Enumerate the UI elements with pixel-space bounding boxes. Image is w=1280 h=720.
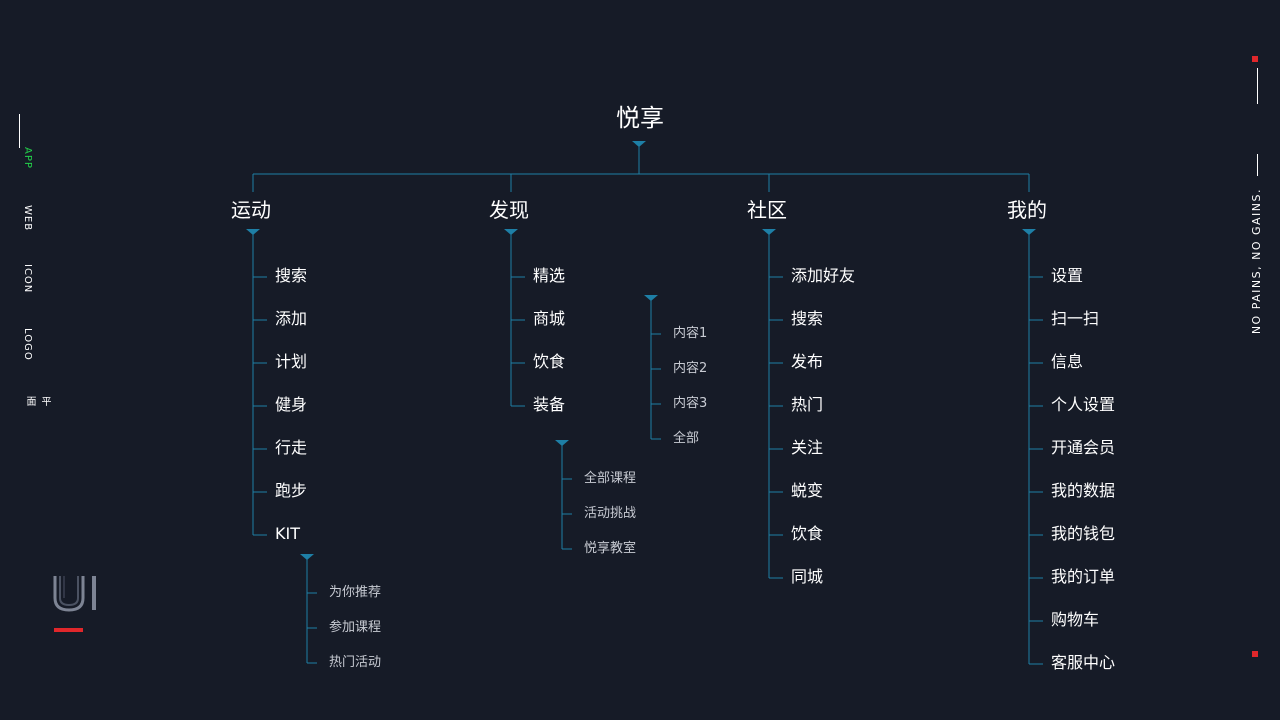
top-red-marker xyxy=(1252,56,1258,62)
sub-item-discover: 全部课程 xyxy=(584,471,637,486)
tree-item-sport: 添加 xyxy=(275,309,308,328)
tree-item-discover: 精选 xyxy=(533,266,566,285)
tree-item-mine: 个人设置 xyxy=(1051,395,1116,414)
side-nav-icon[interactable]: ICON xyxy=(22,264,33,294)
sub-item-discover: 内容3 xyxy=(673,396,708,411)
tree-item-mine: 购物车 xyxy=(1051,610,1100,629)
sub-item-discover: 悦享教室 xyxy=(584,541,637,556)
category-discover: 发现 xyxy=(489,198,529,222)
sub-item-discover: 全部 xyxy=(673,431,700,446)
tree-item-sport: 健身 xyxy=(275,395,308,414)
tree-item-community: 发布 xyxy=(791,352,824,371)
tree-item-mine: 我的钱包 xyxy=(1051,524,1116,543)
sub-arrow-discover xyxy=(644,295,658,301)
sub-item-discover: 活动挑战 xyxy=(584,506,637,521)
category-mine: 我的 xyxy=(1007,198,1047,222)
category-arrow-community xyxy=(762,229,776,235)
slogan-text: NO PAINS, NO GAINS. xyxy=(1250,188,1263,335)
side-nav-indicator xyxy=(19,114,20,148)
category-sport: 运动 xyxy=(231,198,271,222)
category-arrow-discover xyxy=(504,229,518,235)
side-nav-graphic[interactable]: 平面 xyxy=(24,396,50,407)
tree-item-community: 添加好友 xyxy=(791,266,856,285)
category-arrow-sport xyxy=(246,229,260,235)
tree-item-community: 关注 xyxy=(791,438,824,457)
tree-item-discover: 装备 xyxy=(533,395,566,414)
brand-accent-bar xyxy=(54,628,83,632)
ui-logo-icon xyxy=(53,576,96,612)
side-nav-app[interactable]: APP xyxy=(22,147,33,169)
tree-item-sport: KIT xyxy=(275,524,300,543)
bottom-red-marker xyxy=(1252,651,1258,657)
sub-item-sport: 为你推荐 xyxy=(329,585,382,600)
tree-item-mine: 扫一扫 xyxy=(1051,309,1100,328)
tree-item-mine: 信息 xyxy=(1051,352,1084,371)
sub-item-discover: 内容2 xyxy=(673,361,708,376)
tree-item-discover: 饮食 xyxy=(533,352,566,371)
side-nav-logo[interactable]: LOGO xyxy=(22,328,33,361)
tree-item-mine: 开通会员 xyxy=(1051,438,1116,457)
tree-item-community: 饮食 xyxy=(791,524,824,543)
tree-item-discover: 商城 xyxy=(533,309,566,328)
tree-item-community: 同城 xyxy=(791,567,824,586)
tree-item-sport: 行走 xyxy=(275,438,308,457)
tree-item-mine: 设置 xyxy=(1051,266,1084,285)
sub-arrow-sport xyxy=(300,554,314,560)
right-divider-mid xyxy=(1257,154,1258,176)
tree-item-community: 热门 xyxy=(791,395,824,414)
root-node: 悦享 xyxy=(616,104,664,132)
sub-item-discover: 内容1 xyxy=(673,326,708,341)
tree-item-mine: 我的数据 xyxy=(1051,481,1116,500)
sub-arrow-discover xyxy=(555,440,569,446)
tree-item-sport: 搜索 xyxy=(275,266,308,285)
right-divider-top xyxy=(1257,68,1258,104)
tree-item-mine: 客服中心 xyxy=(1051,653,1116,672)
category-arrow-mine xyxy=(1022,229,1036,235)
tree-item-sport: 跑步 xyxy=(275,481,308,500)
side-nav-web[interactable]: WEB xyxy=(22,205,33,232)
root-arrow-marker xyxy=(632,141,646,147)
tree-item-community: 蜕变 xyxy=(791,481,824,500)
sub-item-sport: 参加课程 xyxy=(329,620,382,635)
sub-item-sport: 热门活动 xyxy=(329,655,382,670)
tree-item-community: 搜索 xyxy=(791,309,824,328)
tree-item-sport: 计划 xyxy=(275,352,308,371)
tree-item-mine: 我的订单 xyxy=(1051,567,1116,586)
category-community: 社区 xyxy=(747,198,787,222)
